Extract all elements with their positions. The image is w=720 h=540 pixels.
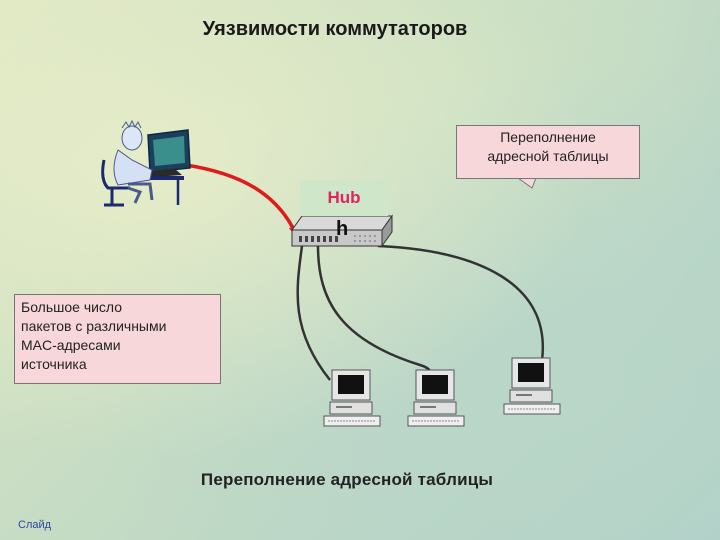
slide-label: Слайд (18, 519, 52, 531)
attack-line (185, 163, 298, 235)
workstation-icon (407, 369, 465, 427)
diagram-caption: Переполнение адресной таблицы (200, 470, 494, 489)
cable-2 (316, 245, 434, 379)
hub-label: Hub (300, 180, 388, 216)
workstation-icon (503, 357, 561, 415)
callout-overflow-line1: Переполнение (500, 129, 596, 145)
cable-1 (296, 245, 331, 381)
callout-packets-line4: источника (21, 356, 87, 372)
slide-title: Уязвимости коммутаторов (202, 18, 468, 40)
callout-overflow-line2: адресной таблицы (487, 148, 609, 164)
callout-packets-line1: Большое число (21, 299, 123, 315)
callout-overflow: Переполнение адресной таблицы (456, 125, 640, 179)
callout-overflow-tail (516, 177, 537, 189)
attacker-user-icon (101, 119, 191, 207)
cable-3 (377, 244, 544, 373)
callout-packets-line3: MAC-адресами (21, 337, 121, 353)
callout-packets: Большое число пакетов с различными MAC-а… (14, 294, 221, 384)
hub-overflow-char: h (336, 218, 349, 240)
hub-device-icon (291, 214, 393, 248)
callout-packets-line2: пакетов с различными (21, 318, 167, 334)
workstation-icon (323, 369, 381, 427)
